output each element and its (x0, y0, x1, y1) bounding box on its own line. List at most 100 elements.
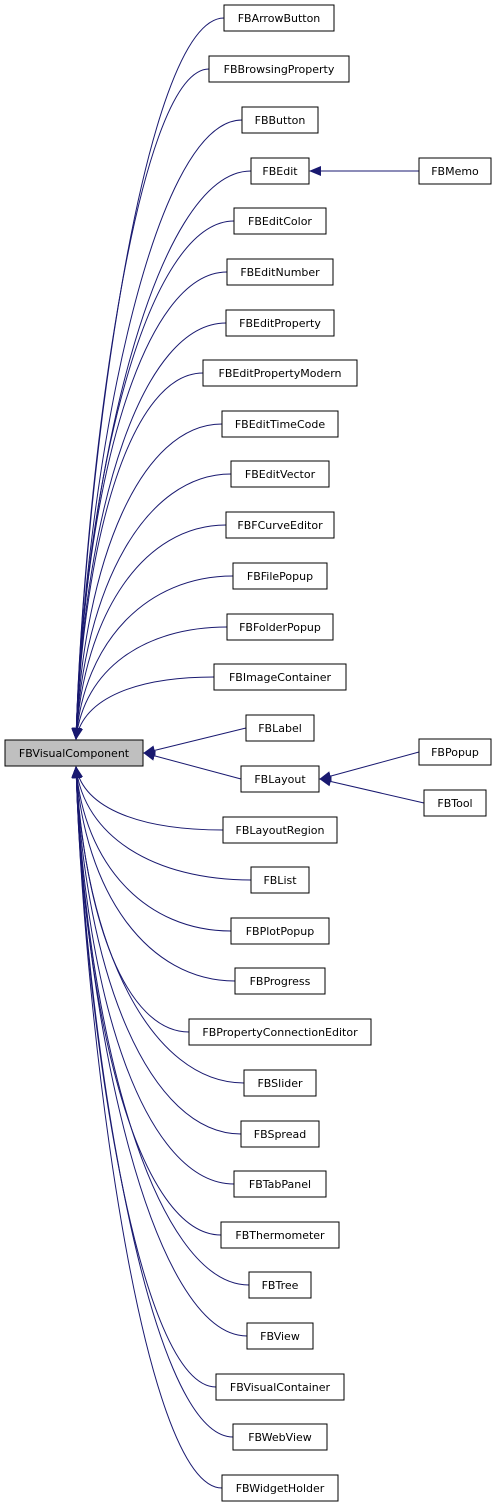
class-node-fblabel[interactable]: FBLabel (245, 714, 315, 742)
class-node-fbedit-property[interactable]: FBEditProperty (225, 309, 335, 337)
node-box (225, 309, 335, 337)
node-box (241, 106, 319, 134)
inheritance-edge-fbvisual-container (71, 766, 217, 1388)
class-node-fbwidget-holder[interactable]: FBWidgetHolder (221, 1474, 339, 1502)
class-node-fbpopup[interactable]: FBPopup (418, 738, 492, 766)
node-box (202, 359, 358, 387)
node-label: FBWidgetHolder (236, 1482, 325, 1495)
class-node-fbview[interactable]: FBView (246, 1322, 314, 1350)
node-label: FBSlider (257, 1077, 303, 1090)
node-box (225, 511, 335, 539)
node-label: FBImageContainer (229, 671, 332, 684)
inheritance-edge-fbtab-panel (71, 766, 235, 1185)
class-node-fbbrowsing-property[interactable]: FBBrowsingProperty (208, 55, 350, 83)
inheritance-edge-fblayout (143, 751, 242, 780)
inheritance-edges (71, 17, 425, 1489)
node-label: FBView (260, 1330, 300, 1343)
node-label: FBPropertyConnectionEditor (202, 1026, 358, 1039)
class-nodes: FBVisualComponent FBArrowButtonFBBrowsing… (4, 4, 492, 1502)
class-node-fbedit-property-modern[interactable]: FBEditPropertyModern (202, 359, 358, 387)
node-box (233, 1170, 327, 1198)
class-node-fbtab-panel[interactable]: FBTabPanel (233, 1170, 327, 1198)
node-box (248, 1271, 312, 1299)
node-box (215, 1373, 345, 1401)
node-box (221, 410, 339, 438)
node-label: FBEditProperty (239, 317, 321, 330)
node-label: FBTabPanel (249, 1178, 311, 1191)
node-label: FBLayout (254, 773, 306, 786)
node-label: FBButton (255, 114, 306, 127)
inheritance-edge-fbfolder-popup (72, 626, 228, 740)
class-node-fblayout[interactable]: FBLayout (240, 765, 320, 793)
node-label: FBArrowButton (238, 12, 321, 25)
class-node-fbedit-time-code[interactable]: FBEditTimeCode (221, 410, 339, 438)
class-node-fbplot-popup[interactable]: FBPlotPopup (230, 917, 330, 945)
class-node-fbarrow-button[interactable]: FBArrowButton (223, 4, 335, 32)
node-box (240, 765, 320, 793)
node-label: FBList (263, 874, 297, 887)
node-box (4, 739, 144, 767)
class-node-fbthermometer[interactable]: FBThermometer (220, 1221, 340, 1249)
node-label: FBEditPropertyModern (219, 367, 342, 380)
node-label: FBEditColor (248, 215, 312, 228)
node-label: FBFolderPopup (239, 621, 321, 634)
node-box (423, 789, 487, 817)
class-node-fbfolder-popup[interactable]: FBFolderPopup (226, 613, 334, 641)
root-class-node[interactable]: FBVisualComponent (4, 739, 144, 767)
class-node-fbmemo[interactable]: FBMemo (418, 157, 492, 185)
node-label: FBEditNumber (240, 266, 320, 279)
class-node-fbedit[interactable]: FBEdit (250, 157, 310, 185)
class-node-fbimage-container[interactable]: FBImageContainer (213, 663, 347, 691)
node-label: FBLayoutRegion (236, 824, 325, 837)
inheritance-edge-fbtool (319, 776, 425, 804)
inheritance-edge-fbpopup (319, 751, 420, 781)
node-box (246, 1322, 314, 1350)
node-label: FBSpread (254, 1128, 306, 1141)
node-label: FBThermometer (235, 1229, 325, 1242)
class-node-fbfile-popup[interactable]: FBFilePopup (232, 562, 328, 590)
node-box (240, 1120, 320, 1148)
inheritance-edge-fbplot-popup (71, 766, 232, 932)
node-label: FBEditTimeCode (235, 418, 325, 431)
inheritance-edge-fbspread (71, 766, 242, 1135)
class-node-fbedit-vector[interactable]: FBEditVector (230, 460, 330, 488)
node-box (230, 460, 330, 488)
inheritance-edge-fbbrowsing-property (71, 68, 210, 740)
node-label: FBPopup (431, 746, 479, 759)
inheritance-edge-fbedit (71, 170, 252, 740)
node-box (232, 1423, 328, 1451)
inheritance-edge-fbweb-view (71, 766, 234, 1438)
class-node-fbweb-view[interactable]: FBWebView (232, 1423, 328, 1451)
node-box (245, 714, 315, 742)
class-node-fbbutton[interactable]: FBButton (241, 106, 319, 134)
inheritance-edge-fblayout-region (73, 766, 224, 831)
class-node-fbproperty-connection-editor[interactable]: FBPropertyConnectionEditor (188, 1018, 372, 1046)
node-box (232, 562, 328, 590)
inheritance-edge-fbedit-time-code (71, 423, 223, 740)
inheritance-edge-fbedit-vector (71, 473, 232, 740)
class-node-fbedit-color[interactable]: FBEditColor (233, 207, 327, 235)
inheritance-edge-fblabel (143, 727, 247, 756)
node-label: FBVisualComponent (19, 747, 130, 760)
inheritance-edge-fbview (71, 766, 248, 1337)
class-node-fbedit-number[interactable]: FBEditNumber (226, 258, 334, 286)
node-box (418, 157, 492, 185)
class-node-fbslider[interactable]: FBSlider (243, 1069, 317, 1097)
node-box (418, 738, 492, 766)
inheritance-edge-fbimage-container (73, 676, 215, 740)
class-node-fbvisual-container[interactable]: FBVisualContainer (215, 1373, 345, 1401)
class-node-fbtool[interactable]: FBTool (423, 789, 487, 817)
class-node-fblayout-region[interactable]: FBLayoutRegion (222, 816, 338, 844)
node-box (226, 613, 334, 641)
node-box (250, 866, 310, 894)
node-label: FBEditVector (245, 468, 316, 481)
node-box (221, 1474, 339, 1502)
class-node-fbspread[interactable]: FBSpread (240, 1120, 320, 1148)
class-node-fbfcurve-editor[interactable]: FBFCurveEditor (225, 511, 335, 539)
class-node-fbprogress[interactable]: FBProgress (234, 967, 326, 995)
class-node-fblist[interactable]: FBList (250, 866, 310, 894)
node-box (234, 967, 326, 995)
node-box (188, 1018, 372, 1046)
class-node-fbtree[interactable]: FBTree (248, 1271, 312, 1299)
